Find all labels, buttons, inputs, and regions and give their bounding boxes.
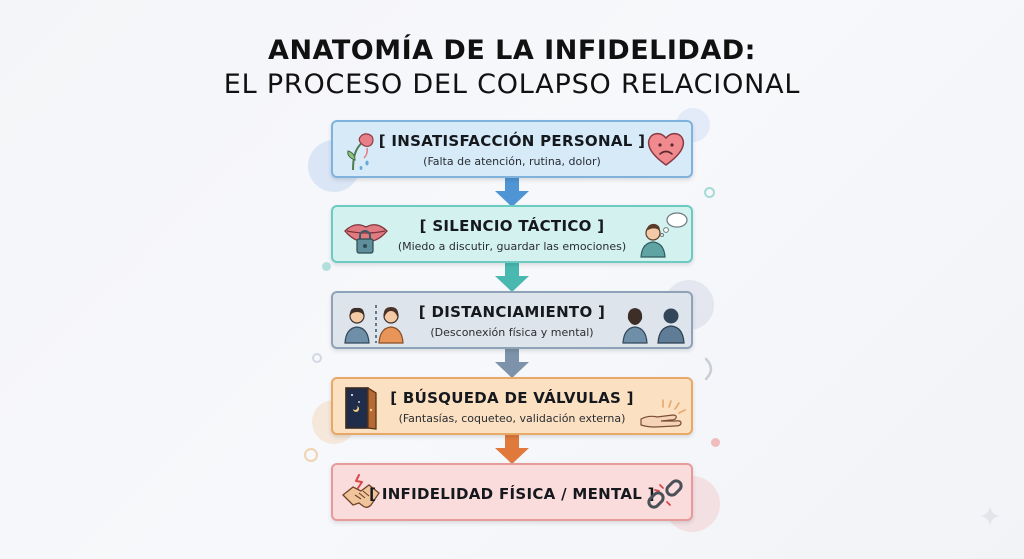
step-busqueda-de-valvulas: [ BÚSQUEDA DE VÁLVULAS ] (Fantasías, coq… — [331, 377, 693, 435]
open-door-icon — [345, 386, 377, 430]
decor-ring — [304, 448, 318, 462]
decor-ring — [312, 353, 322, 363]
separated-couple-icon — [344, 305, 404, 344]
arrow-shape — [495, 435, 529, 464]
decor-dot — [711, 438, 720, 447]
breaking-handshake-icon — [342, 474, 380, 508]
arrow-shape — [495, 178, 529, 207]
sparkle-icon — [980, 506, 1000, 526]
step-label: [ INFIDELIDAD FÍSICA / MENTAL ] — [369, 485, 655, 503]
thinking-person-icon — [640, 212, 688, 258]
reaching-hand-icon — [640, 399, 686, 428]
sad-heart-icon — [647, 132, 685, 166]
arrow-shape — [495, 349, 529, 378]
page-subtitle: EL PROCESO DEL COLAPSO RELACIONAL — [223, 69, 801, 100]
flow-arrow-2 — [495, 263, 529, 292]
step-description: (Miedo a discutir, guardar las emociones… — [397, 240, 627, 253]
step-silencio-tactico: [ SILENCIO TÁCTICO ] (Miedo a discutir, … — [331, 205, 693, 263]
step-insatisfaccion-personal: [ INSATISFACCIÓN PERSONAL ] (Falta de at… — [331, 120, 693, 178]
step-description: (Falta de atención, rutina, dolor) — [423, 155, 601, 168]
flow-arrow-4 — [495, 435, 529, 464]
decor-dot — [322, 262, 331, 271]
backs-turned-couple-icon — [622, 308, 685, 344]
wilted-flower-icon — [347, 133, 374, 171]
step-label: [ DISTANCIAMIENTO ] — [418, 303, 606, 321]
step-label: [ BÚSQUEDA DE VÁLVULAS ] — [390, 389, 634, 407]
step-distanciamiento: [ DISTANCIAMIENTO ] (Desconexión física … — [331, 291, 693, 349]
flow-arrow-1 — [495, 178, 529, 207]
decor-arc — [704, 357, 713, 381]
step-infidelidad-fisica-mental: [ INFIDELIDAD FÍSICA / MENTAL ] — [331, 463, 693, 521]
step-description: (Fantasías, coqueteo, validación externa… — [398, 412, 626, 425]
decor-ring — [704, 187, 715, 198]
locked-lips-icon — [344, 224, 388, 254]
title-block: ANATOMÍA DE LA INFIDELIDAD: EL PROCESO D… — [0, 34, 1024, 102]
broken-chain-icon — [647, 479, 683, 509]
arrow-shape — [495, 263, 529, 292]
page-title: ANATOMÍA DE LA INFIDELIDAD: — [268, 35, 756, 66]
step-description: (Desconexión física y mental) — [430, 326, 594, 339]
step-label: [ SILENCIO TÁCTICO ] — [419, 217, 605, 235]
step-label: [ INSATISFACCIÓN PERSONAL ] — [378, 132, 646, 150]
flow-arrow-3 — [495, 349, 529, 378]
